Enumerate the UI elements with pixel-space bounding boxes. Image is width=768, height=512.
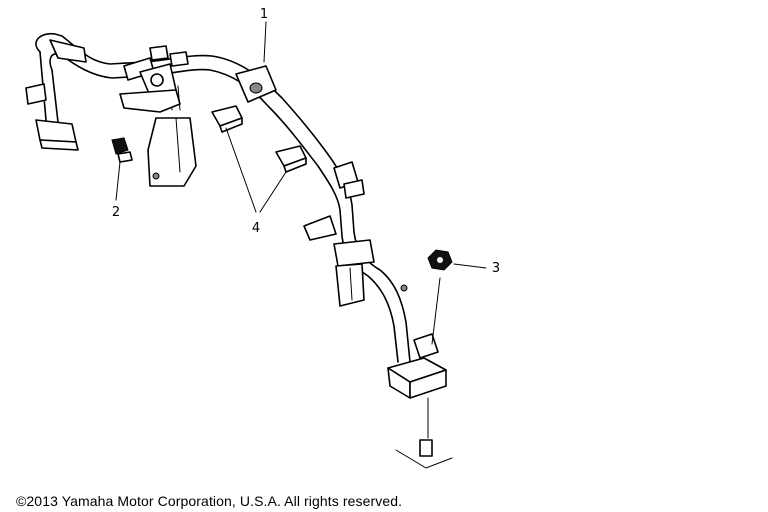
- callout-2: 2: [112, 205, 120, 220]
- callout-3: 3: [492, 261, 500, 276]
- tube-joint: [333, 161, 365, 199]
- right-clamp-upper: [235, 65, 277, 103]
- copyright-notice: ©2013 Yamaha Motor Corporation, U.S.A. A…: [16, 493, 403, 509]
- left-bracket: [25, 39, 87, 151]
- pad-part-4-lower: [275, 145, 307, 173]
- right-foot: [387, 357, 447, 399]
- callout-4: 4: [252, 221, 260, 236]
- callout-1: 1: [260, 7, 268, 22]
- frame-tube: [35, 32, 411, 363]
- bolt-part-2: [111, 137, 133, 163]
- pad-part-4-upper: [211, 105, 243, 133]
- right-bracket: [303, 215, 408, 307]
- lower-clamp: [413, 333, 439, 359]
- center-bracket: [119, 89, 197, 187]
- leader-lines: [115, 21, 487, 439]
- nut-part-3: [427, 249, 453, 271]
- stud: [395, 439, 453, 469]
